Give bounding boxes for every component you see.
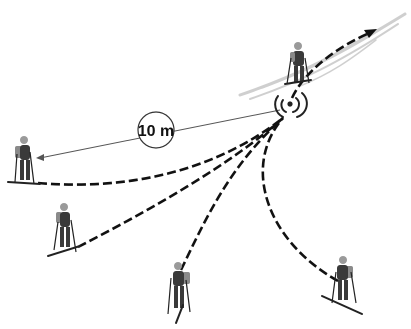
skier-icon-left: [7, 136, 41, 185]
distance-label: 10 m: [138, 123, 174, 140]
snow-slope: [238, 12, 407, 100]
search-path-upslope: [290, 30, 373, 99]
skier-icon-bottom-right: [321, 256, 363, 315]
path-arrowhead: [364, 29, 377, 38]
search-path-lower-left: [77, 117, 284, 249]
distance-badge: 10 m: [137, 111, 175, 149]
search-path-bottom-right: [261, 117, 339, 283]
distance-arrowhead: [36, 154, 44, 161]
skier-icon-bottom: [167, 262, 191, 324]
search-path-bottom: [179, 117, 284, 271]
skier-icon-top: [284, 42, 312, 85]
search-path-left: [37, 116, 284, 186]
search-paths: [37, 30, 373, 283]
skier-icon-lower-left: [47, 203, 81, 257]
beacon-signal-icon: [274, 92, 308, 118]
